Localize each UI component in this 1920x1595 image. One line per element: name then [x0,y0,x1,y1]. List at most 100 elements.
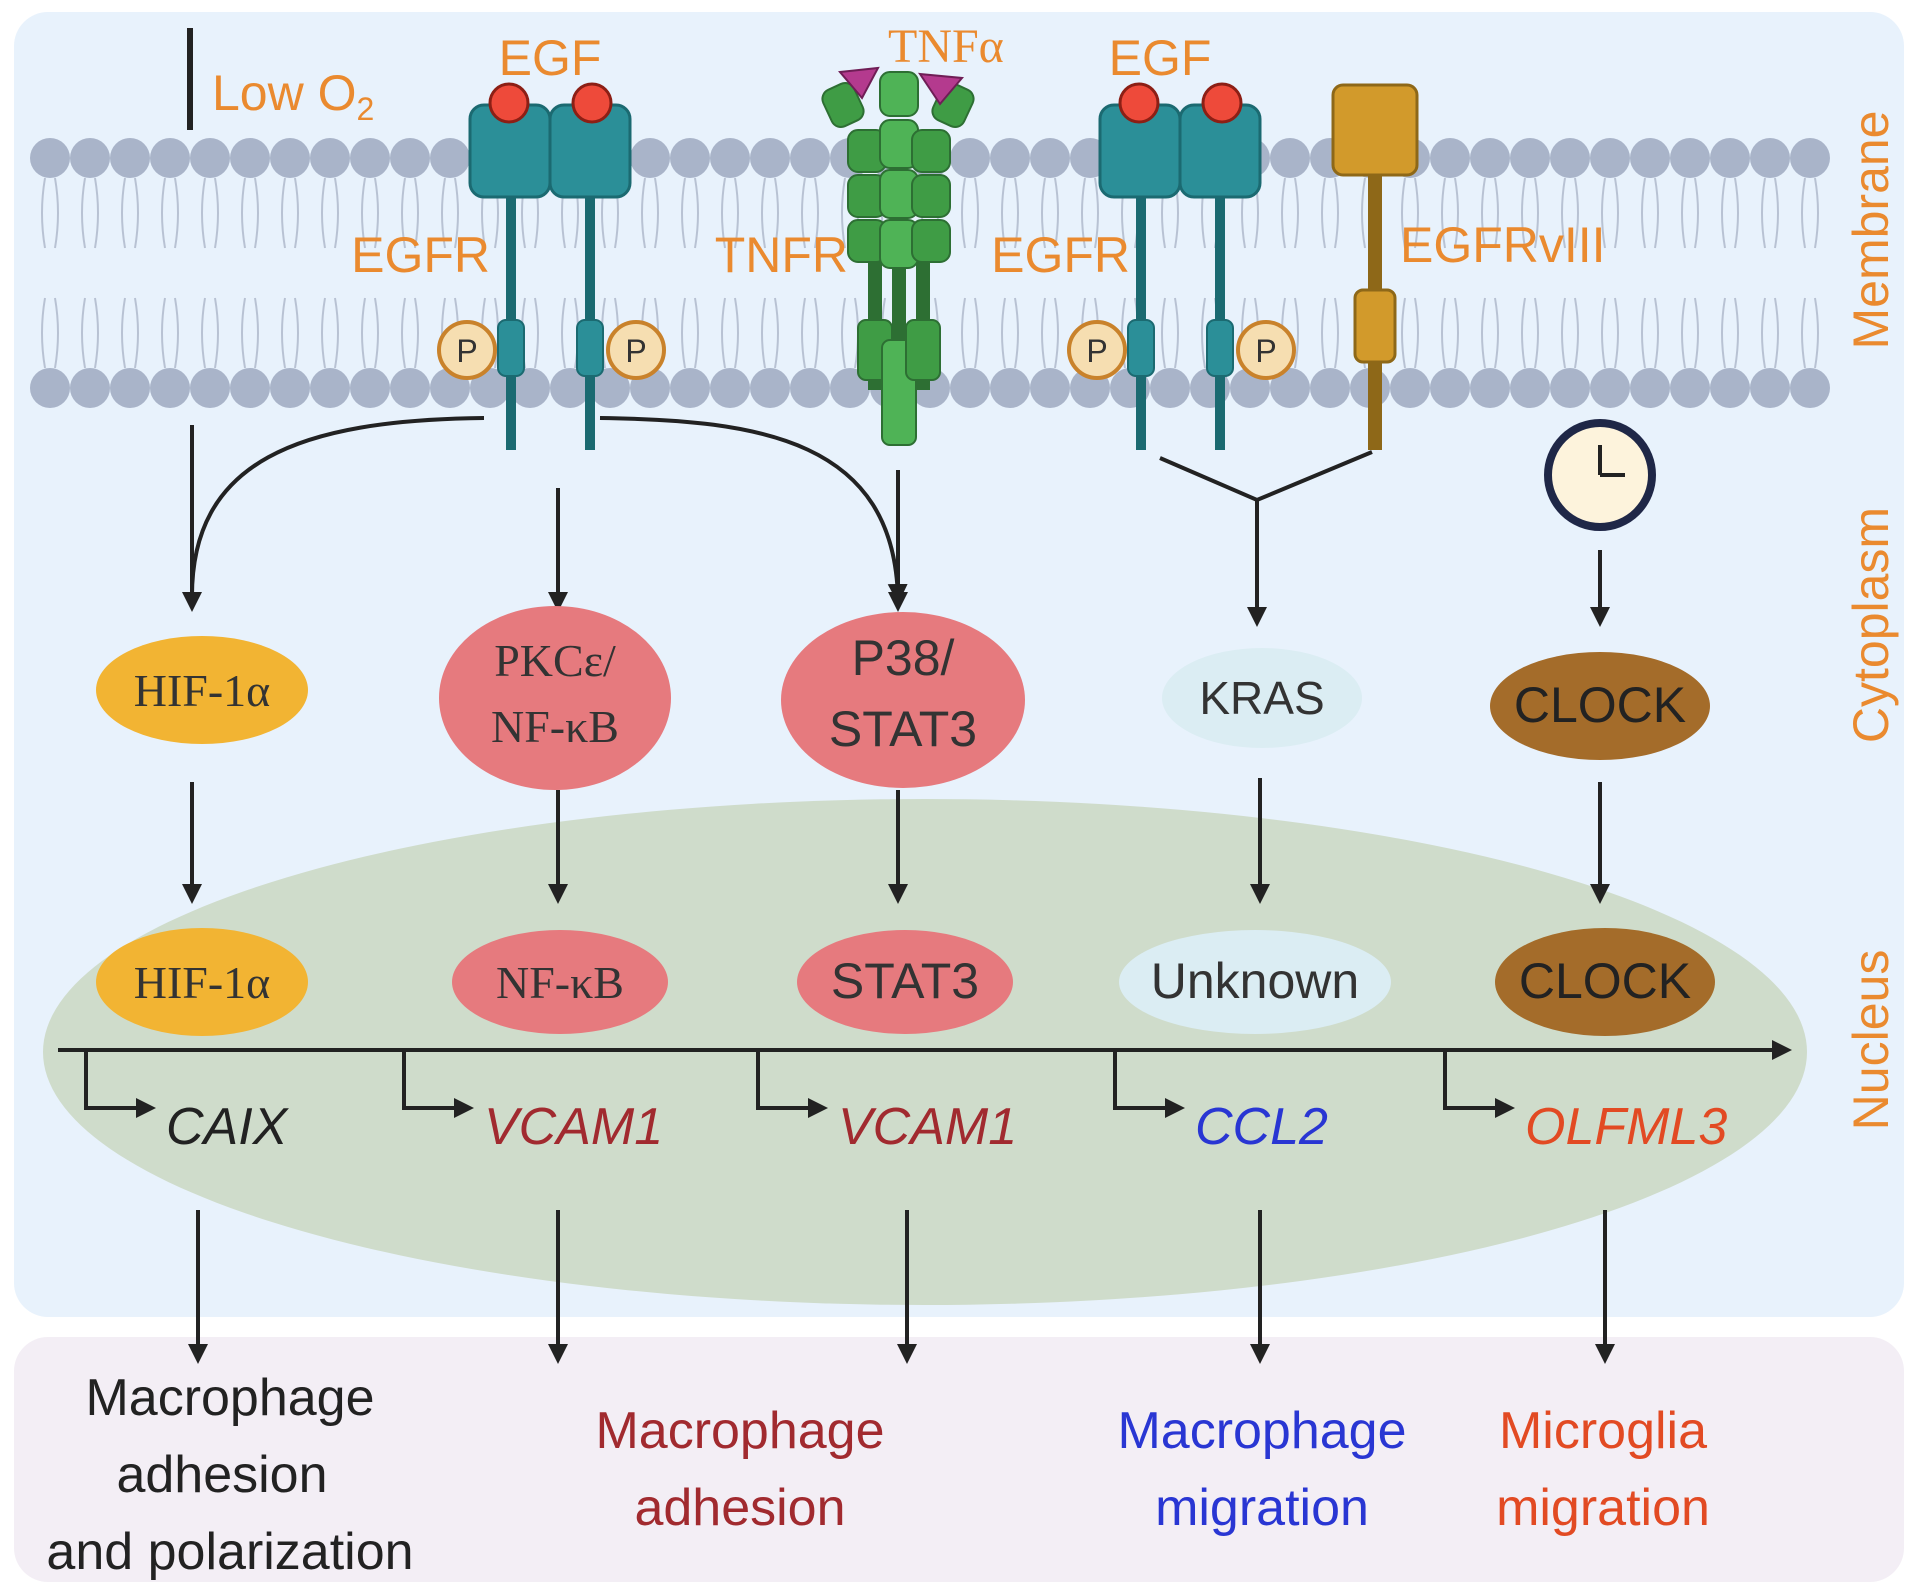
lipid-tail [321,177,339,369]
gene-caix: CAIX [166,1098,290,1156]
svg-text:STAT3: STAT3 [829,701,977,757]
lipid-head [1670,138,1710,178]
lipid-tail [801,177,819,369]
outcome-microglia-migration: Microglia migration [1496,1402,1710,1537]
lipid-head [710,138,750,178]
lipid-head [750,368,790,408]
lipid-tail [1561,177,1579,369]
lipid-head [1750,368,1790,408]
cytoplasm-label: Cytoplasm [1843,507,1899,743]
tnf-alpha-label: TNFα [888,20,1004,73]
lipid-head [1430,138,1470,178]
node-p38-stat3-cyto: P38/ STAT3 [781,612,1025,788]
lipid-tail [1401,177,1419,369]
lipid-head [510,368,550,408]
lipid-head [230,368,270,408]
low-o2-label: Low O2 [212,65,374,127]
lipid-tail [441,177,459,369]
lipid-head [1470,368,1510,408]
lipid-head [1030,368,1070,408]
tnf-alpha-ligand-right [918,72,964,106]
outcome-panel [14,1337,1904,1582]
svg-text:Macrophage: Macrophage [85,1369,374,1427]
lipid-tail [1001,177,1019,369]
lipid-head [1430,368,1470,408]
lipid-head [30,368,70,408]
lipid-head [550,368,590,408]
lipid-head [750,138,790,178]
gene-vcam1-a: VCAM1 [484,1098,663,1156]
svg-text:Microglia: Microglia [1499,1402,1707,1460]
egfr-label-left: EGFR [351,227,490,283]
egf-ligand-left-1 [488,82,530,124]
promoter-vcam1-a [402,1050,474,1118]
lipid-head [990,138,1030,178]
lipid-head [1550,368,1590,408]
gene-olfml3: OLFML3 [1525,1098,1727,1156]
nucleus-label: Nucleus [1843,950,1899,1131]
node-clock-nuclear: CLOCK [1495,928,1715,1036]
svg-text:and polarization: and polarization [46,1523,413,1581]
promoter-caix [84,1050,156,1118]
lipid-head [230,138,270,178]
lipid-head [1590,368,1630,408]
lipid-head [1710,368,1750,408]
egf-label-left: EGF [499,30,602,86]
lipid-head [1630,368,1670,408]
lipid-head [1670,368,1710,408]
lipid-tail [641,177,659,369]
node-pkc-nfkb-cyto: PKCε/ NF-κB [439,606,671,790]
lipid-tail [1041,177,1059,369]
lipid-head [950,368,990,408]
lipid-head [710,368,750,408]
lipid-tail [521,177,539,369]
node-nfkb-nuclear: NF-κB [452,930,668,1034]
lipid-tail [1281,177,1299,369]
promoter-ccl2 [1113,1050,1185,1118]
svg-text:PKCε/: PKCε/ [494,635,616,686]
egf-ligand-left-2 [571,82,613,124]
svg-text:migration: migration [1496,1479,1710,1537]
svg-text:HIF-1α: HIF-1α [134,665,271,716]
lipid-tail [1641,177,1659,369]
lipid-head [1310,368,1350,408]
lipid-head [150,138,190,178]
node-stat3-nuclear: STAT3 [797,930,1013,1034]
lipid-tail [201,177,219,369]
lipid-head [990,368,1030,408]
lipid-tail [1721,177,1739,369]
lipid-tail [1441,177,1459,369]
lipid-head [1630,138,1670,178]
lipid-tail [721,177,739,369]
lipid-tail [761,177,779,369]
lipid-tail [81,177,99,369]
lipid-head [1030,138,1070,178]
lipid-head [190,138,230,178]
clock-icon [1544,419,1656,531]
outcome-macrophage-adhesion: Macrophage adhesion [595,1402,884,1537]
egfrviii-receptor [1331,83,1419,450]
phospho-right-2: P [1236,320,1296,380]
svg-text:Unknown: Unknown [1151,953,1359,1009]
lipid-tail [1761,177,1779,369]
lipid-head [270,368,310,408]
egfr-dimer-left [468,103,632,450]
egfr-dimer-right [1098,103,1262,450]
lipid-head [1270,368,1310,408]
gene-ccl2: CCL2 [1195,1098,1328,1156]
egfr-label-right: EGFR [991,227,1130,283]
lipid-tail [361,177,379,369]
lipid-head [310,138,350,178]
phospho-left-1: P [437,320,497,380]
lipid-head [1790,138,1830,178]
phospho-left-2: P [606,320,666,380]
low-o2-bar [187,28,193,130]
lipid-head [1510,368,1550,408]
svg-text:NF-κB: NF-κB [491,701,619,752]
lipid-head [1150,368,1190,408]
lipid-head [1390,368,1430,408]
lipid-head [670,138,710,178]
svg-text:Macrophage: Macrophage [1117,1402,1406,1460]
arrow-egfr-to-p38 [599,416,908,604]
